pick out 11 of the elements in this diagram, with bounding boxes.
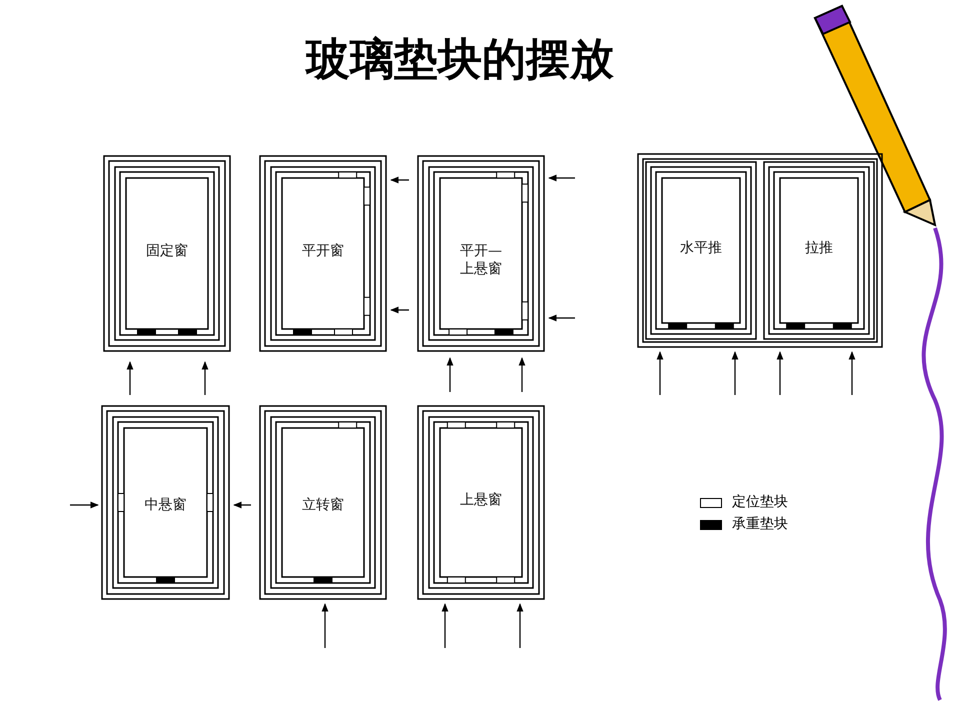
legend-label: 定位垫块 [732,493,788,511]
window-type-label: 水平推 [679,238,723,256]
legend-label: 承重垫块 [732,515,788,533]
slide-title: 玻璃垫块的摆放 [304,33,615,87]
window-type-label: 固定窗 [145,242,189,260]
window-type-label: 中悬窗 [144,496,188,514]
window-type-label: 平开—上悬窗 [459,242,503,278]
window-type-label: 平开窗 [301,242,345,260]
window-type-label: 拉推 [804,238,834,256]
window-type-label: 立转窗 [301,496,345,514]
window-type-label: 上悬窗 [459,490,503,508]
